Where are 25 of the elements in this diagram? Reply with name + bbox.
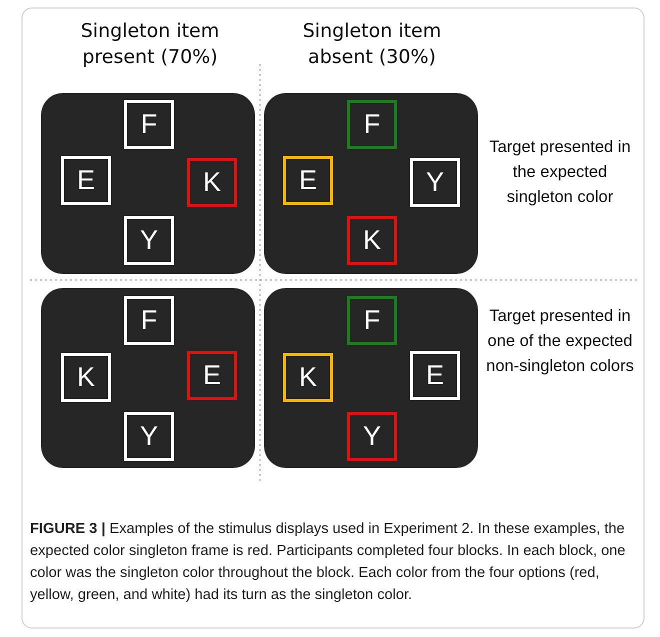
- display-panel: [41, 288, 255, 468]
- letter-frame: Y: [124, 216, 174, 265]
- letter-frame: K: [187, 158, 237, 207]
- letter-frame: E: [283, 156, 333, 205]
- column-heading: Singleton item absent (30%): [302, 19, 442, 70]
- row-label: Target presented in one of the expected non-singleton colors: [485, 306, 635, 377]
- letter-frame: Y: [124, 412, 174, 461]
- letter-frame: E: [187, 351, 237, 400]
- letter-frame: K: [283, 353, 333, 402]
- display-panel: [264, 93, 478, 274]
- letter-frame: K: [347, 216, 397, 265]
- letter-frame: F: [124, 100, 174, 149]
- letter-frame: Y: [410, 158, 460, 207]
- letter-frame: Y: [347, 412, 397, 461]
- letter-frame: E: [61, 156, 111, 205]
- letter-frame: F: [347, 100, 397, 149]
- letter-frame: F: [347, 296, 397, 345]
- display-panel: [41, 93, 255, 274]
- row-label: Target presented in the expected singleton color: [488, 137, 632, 208]
- figure-caption: FIGURE 3 | Examples of the stimulus displays used in Experiment 2. In these examples, the expected color singleton frame is red. Participants completed four blocks. In each block, one color was the singleton color throughout the block. Each color from the four options (red, yellow, green, and white) had its turn as the singleton color.: [30, 520, 626, 605]
- letter-frame: E: [410, 351, 460, 400]
- display-panel: [264, 288, 478, 468]
- letter-frame: F: [124, 296, 174, 345]
- column-heading: Singleton item present (70%): [80, 19, 220, 70]
- letter-frame: K: [61, 353, 111, 402]
